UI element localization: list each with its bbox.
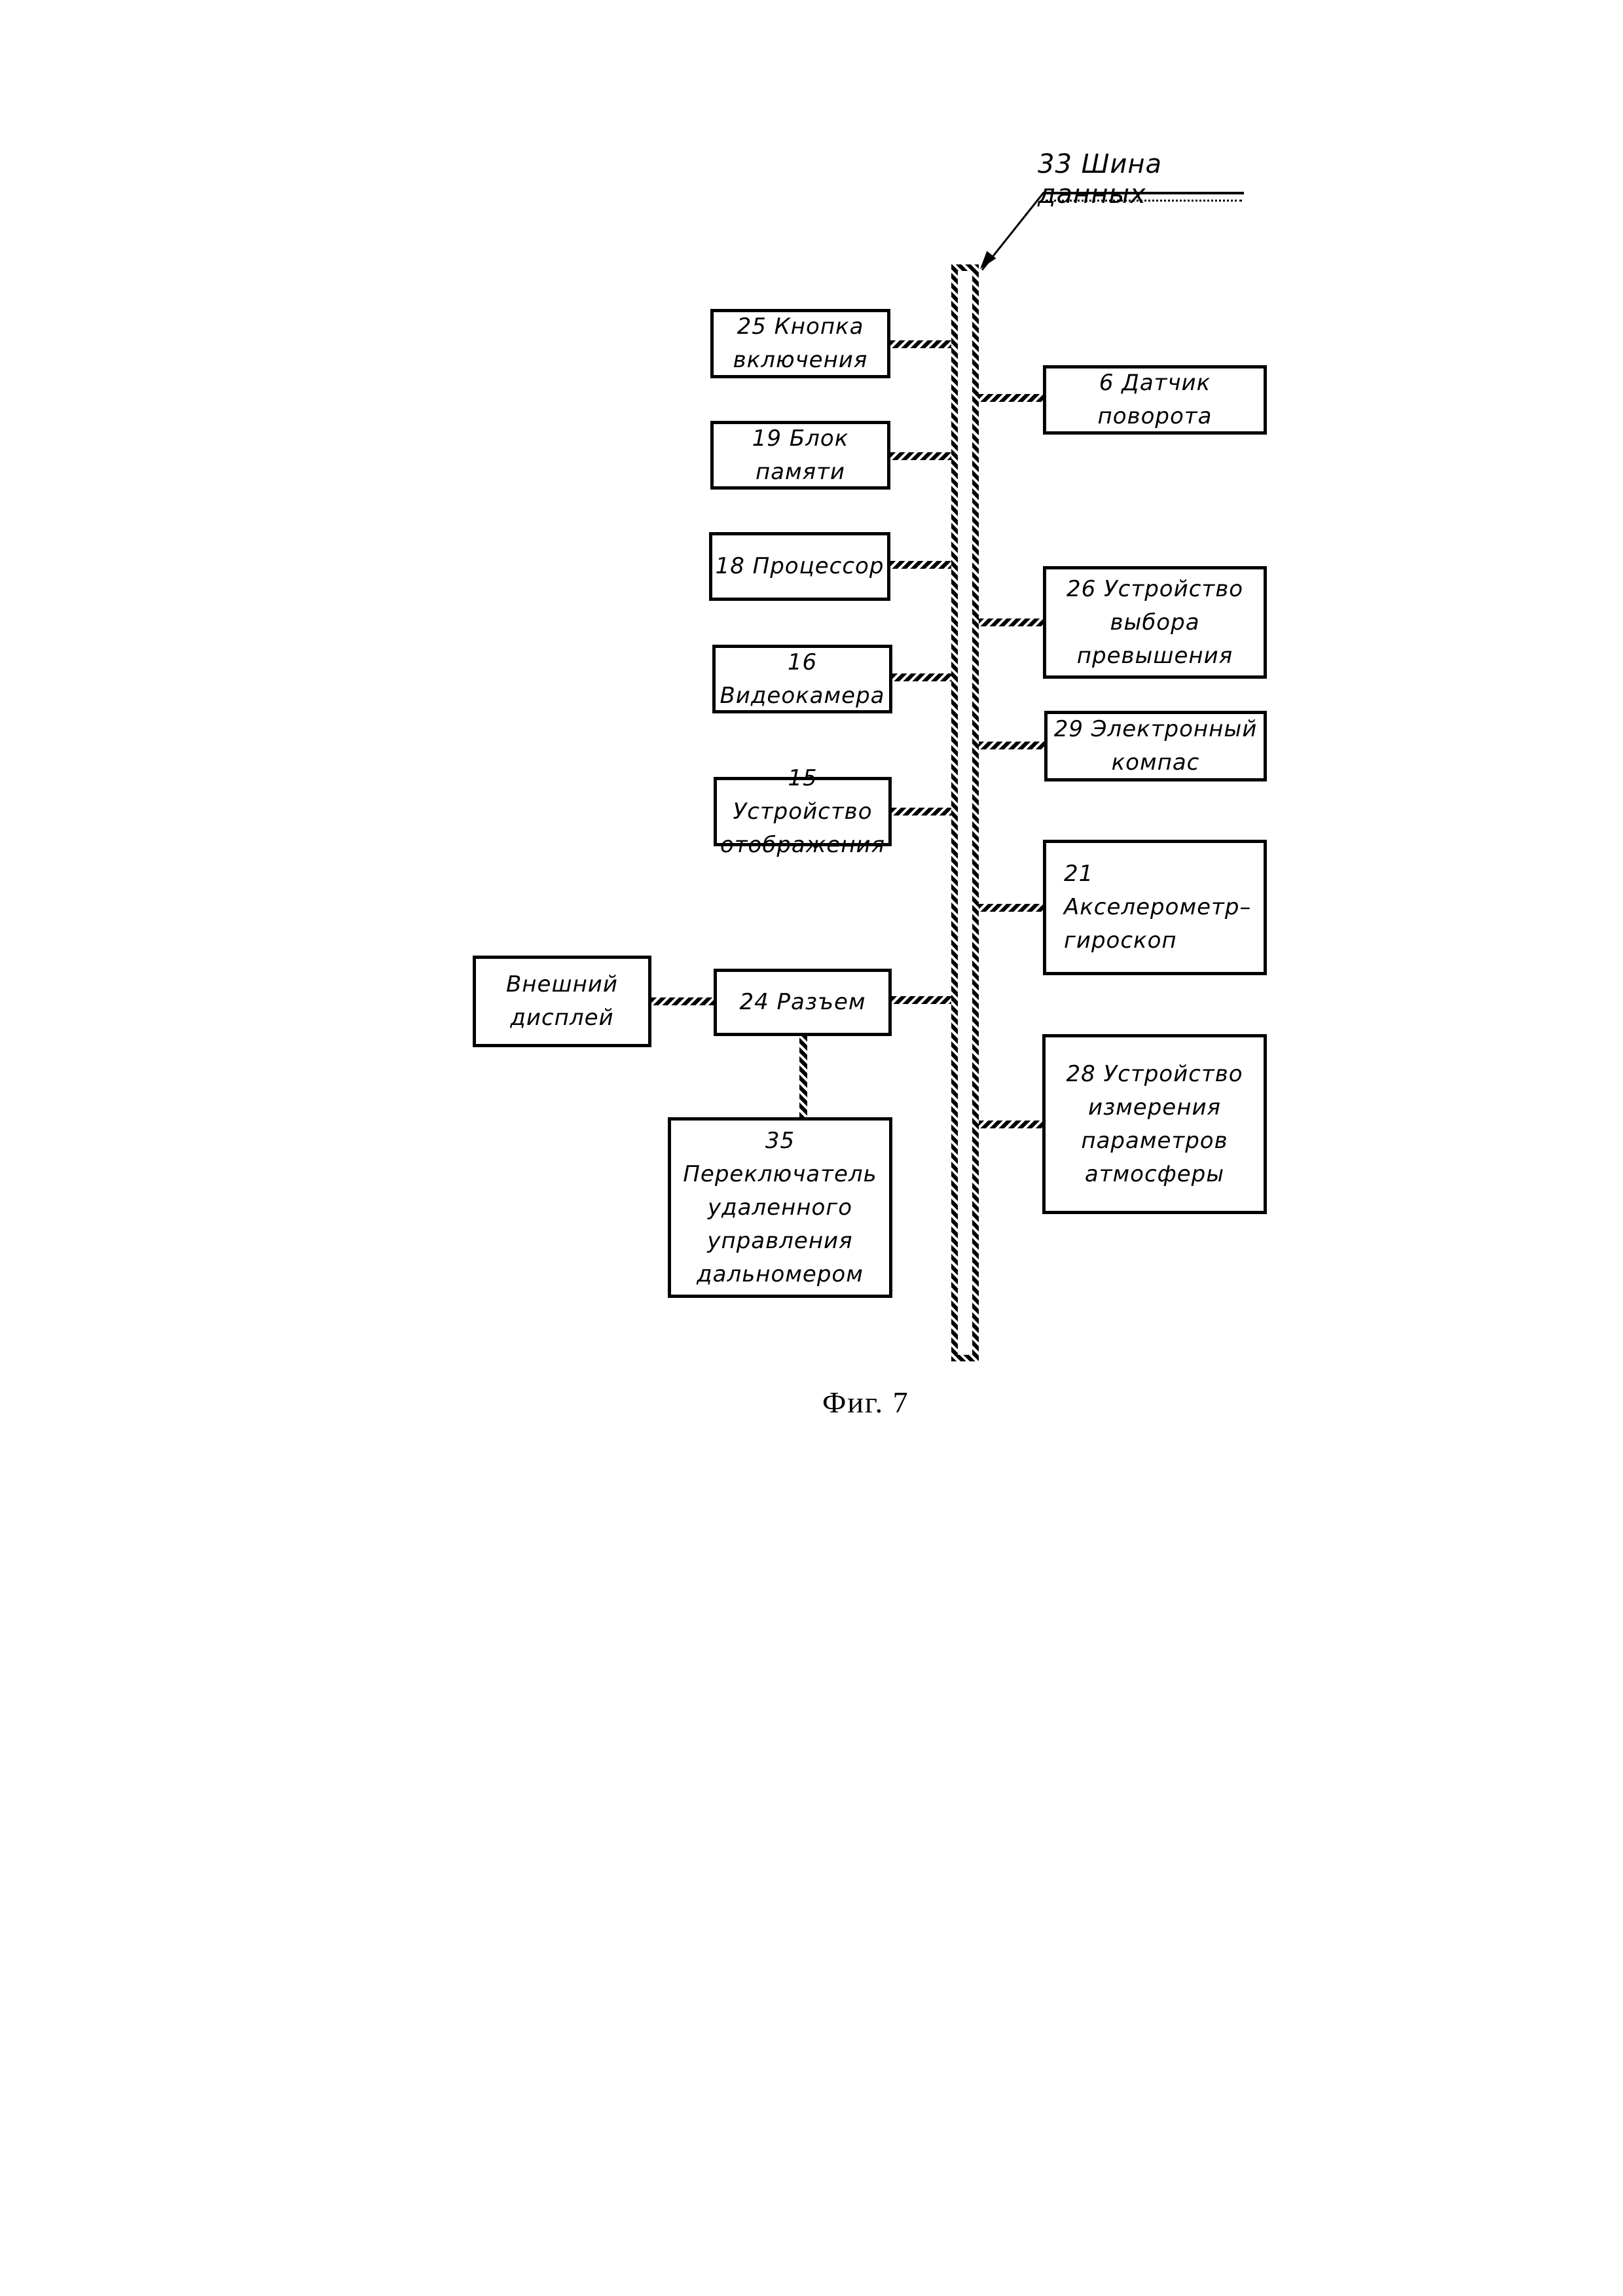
- connector-16-to-bus: [892, 673, 951, 681]
- data-bus-bar: [951, 264, 979, 1361]
- connector-external-display-to-24: [651, 997, 714, 1005]
- connector-bus-to-29: [979, 742, 1044, 749]
- block-26-label: 26 Устройство выбора превышения: [1066, 575, 1244, 669]
- connector-bus-to-21: [979, 904, 1043, 912]
- connector-18-to-bus: [890, 561, 951, 569]
- block-29-label: 29 Электронный компас: [1053, 716, 1258, 776]
- block-15-display-device: 15 Устройство отображения: [714, 765, 892, 858]
- connector-19-to-bus: [890, 452, 951, 460]
- block-15-label: 15 Устройство отображения: [720, 764, 886, 858]
- block-24-connector: 24 Разъем: [714, 969, 892, 1036]
- block-29-electronic-compass: 29 Электронный компас: [1044, 711, 1267, 781]
- block-18-processor: 18 Процессор: [709, 532, 890, 601]
- block-external-display-label: Внешний дисплей: [505, 971, 618, 1031]
- block-28-atmosphere-measuring-device: 28 Устройство измерения параметров атмос…: [1042, 1034, 1267, 1214]
- data-bus-bar-inner: [958, 271, 972, 1355]
- block-external-display: Внешний дисплей: [473, 956, 651, 1047]
- connector-15-to-bus: [892, 808, 951, 816]
- block-21-label: 21 Акселерометр– гироскоп: [1064, 861, 1252, 954]
- block-21-accelerometer-gyroscope: 21 Акселерометр– гироскоп: [1043, 840, 1267, 975]
- block-25-label: 25 Кнопка включения: [733, 314, 868, 373]
- block-35-remote-control-switch: 35 Переключатель удаленного управления д…: [668, 1117, 892, 1298]
- block-6-label: 6 Датчик поворота: [1097, 370, 1213, 429]
- block-25-power-button: 25 Кнопка включения: [710, 309, 890, 378]
- connector-bus-to-26: [979, 619, 1043, 626]
- bus-callout-underline-dotted: [1046, 200, 1242, 202]
- connector-24-to-bus: [892, 996, 951, 1004]
- block-19-label: 19 Блок памяти: [752, 425, 849, 485]
- block-16-label: 16 Видеокамера: [720, 649, 885, 709]
- block-24-label: 24 Разъем: [739, 989, 866, 1015]
- block-26-elevation-selection-device: 26 Устройство выбора превышения: [1043, 566, 1267, 679]
- connector-bus-to-6: [979, 394, 1043, 402]
- block-28-label: 28 Устройство измерения параметров атмос…: [1066, 1060, 1243, 1187]
- connector-bus-to-28: [979, 1121, 1042, 1128]
- bus-callout-underline: [1043, 192, 1244, 194]
- block-16-video-camera: 16 Видеокамера: [712, 645, 892, 713]
- bus-callout-label: 33 Шина данных: [1038, 149, 1163, 209]
- block-19-memory-unit: 19 Блок памяти: [710, 421, 890, 490]
- connector-25-to-bus: [890, 340, 951, 348]
- block-35-label: 35 Переключатель удаленного управления д…: [683, 1127, 877, 1287]
- block-6-rotation-sensor: 6 Датчик поворота: [1043, 365, 1267, 435]
- connector-24-to-35: [799, 1036, 807, 1117]
- figure-caption: Фиг. 7: [822, 1386, 909, 1419]
- block-18-label: 18 Процессор: [715, 553, 884, 579]
